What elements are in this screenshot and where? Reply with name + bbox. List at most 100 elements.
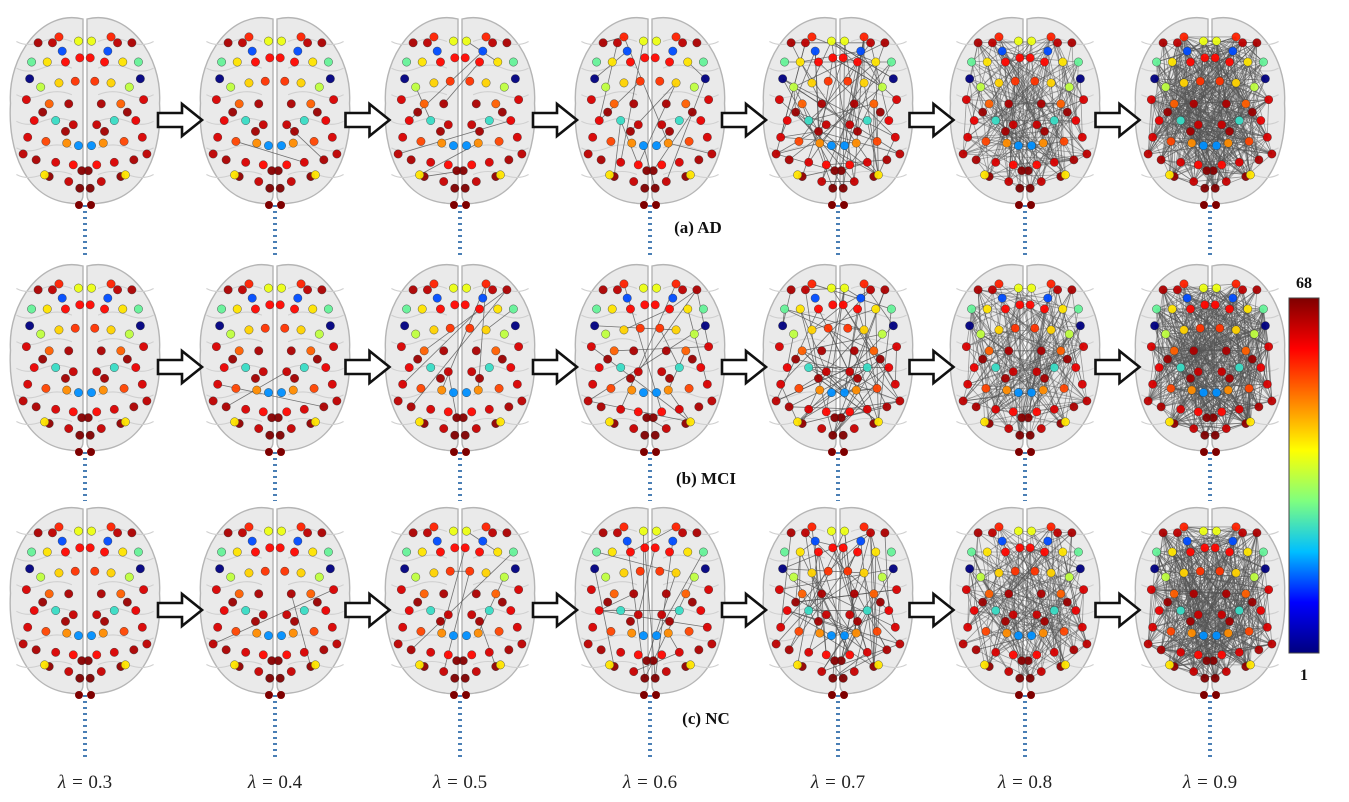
brain-node: [445, 76, 455, 86]
brain-node: [506, 606, 516, 615]
brain-node: [1267, 149, 1277, 159]
brain-node: [613, 528, 622, 538]
brain-node: [1215, 76, 1225, 86]
brain-node: [627, 628, 637, 638]
network-edge: [1204, 547, 1223, 615]
brain-node: [1252, 38, 1262, 48]
brain-node: [1212, 201, 1220, 209]
brain-node: [856, 536, 866, 546]
brain-node: [674, 116, 684, 125]
network-edge: [1005, 621, 1029, 661]
network-edge: [967, 136, 1014, 166]
brain-node: [129, 402, 139, 412]
brain-node: [1238, 38, 1247, 48]
network-edge: [687, 308, 708, 385]
network-edge: [1245, 610, 1262, 667]
brain-node: [439, 346, 449, 356]
brain-node: [840, 448, 848, 456]
network-edge: [623, 308, 670, 331]
brain-node: [514, 585, 524, 595]
brain-node: [807, 279, 817, 289]
network-edge: [1199, 328, 1223, 412]
brain-node: [64, 667, 74, 676]
brain-node: [838, 53, 848, 63]
brain-node: [1046, 325, 1056, 335]
network-edge: [1226, 325, 1266, 352]
brain-node: [260, 323, 270, 333]
brain-node: [840, 526, 849, 536]
brain-node: [888, 321, 898, 331]
network-edge: [1173, 547, 1206, 595]
brain-node: [103, 293, 113, 303]
brain-node: [776, 132, 786, 142]
brain-node: [306, 346, 316, 356]
network-edge: [984, 621, 1045, 666]
network-edge: [821, 635, 845, 672]
brain-node: [329, 95, 339, 105]
network-edge: [844, 298, 862, 393]
brain-node: [817, 177, 827, 186]
brain-node: [843, 566, 853, 576]
brain-node: [87, 631, 96, 641]
brain-node: [1163, 597, 1173, 607]
brain-node: [484, 116, 494, 125]
brain-node: [231, 137, 241, 146]
brain-node: [314, 329, 324, 339]
brain-node: [408, 528, 418, 538]
brain-node: [663, 138, 673, 148]
brain-node: [96, 589, 106, 599]
network-edge: [1050, 36, 1084, 100]
brain-node: [211, 342, 221, 352]
brain-node: [217, 304, 227, 314]
brain-node: [213, 379, 223, 389]
brain-node: [286, 667, 296, 676]
network-edge: [1018, 287, 1045, 310]
brain-node: [590, 74, 600, 84]
brain-node: [327, 379, 337, 389]
network-edge: [1245, 325, 1266, 424]
brain-node: [293, 293, 303, 303]
network-edge: [1050, 526, 1075, 650]
brain-node: [251, 547, 260, 557]
brain-node: [1049, 363, 1059, 372]
brain-node: [406, 402, 416, 412]
brain-node: [1256, 363, 1266, 372]
brain-node: [830, 166, 840, 176]
brain-node: [1056, 346, 1066, 356]
brain-node: [991, 647, 1001, 657]
brain-node: [129, 155, 139, 165]
network-edge: [840, 621, 858, 661]
brain-node: [978, 597, 988, 607]
brain-node: [642, 413, 652, 423]
brain-node: [439, 667, 449, 676]
brain-panel-mci-4: [574, 263, 726, 456]
brain-node: [652, 691, 660, 699]
brain-node: [109, 606, 119, 615]
brain-node: [880, 285, 890, 295]
brain-panel-nc-1: [9, 506, 161, 699]
brain-node: [502, 528, 512, 538]
lambda-value: 0.8: [1028, 772, 1052, 793]
brain-node: [465, 323, 475, 333]
brain-node: [122, 107, 132, 117]
brain-node: [48, 285, 57, 295]
brain-node: [1200, 691, 1208, 699]
brain-node: [393, 396, 403, 406]
network-edge: [776, 142, 820, 155]
network-edge: [853, 593, 875, 672]
brain-node: [795, 304, 805, 314]
brain-node: [251, 617, 260, 626]
brain-node: [87, 283, 96, 293]
brain-node: [639, 283, 648, 293]
brain-node: [991, 363, 1001, 372]
brain-node: [436, 547, 445, 557]
network-edge: [780, 532, 792, 628]
brain-node: [18, 639, 28, 649]
brain-node: [1173, 38, 1182, 48]
brain-node: [1234, 363, 1244, 372]
brain-node: [40, 170, 50, 180]
colorbar-max-label: 68: [1296, 275, 1312, 292]
brain-gyrus: [662, 117, 719, 125]
brain-node: [232, 547, 242, 557]
